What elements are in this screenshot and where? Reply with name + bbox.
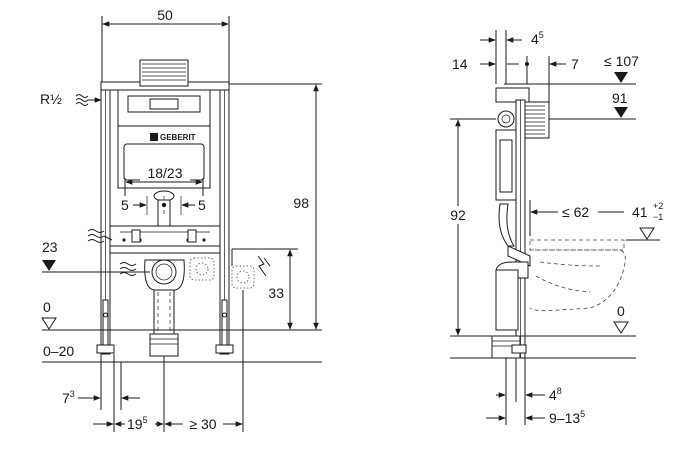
- dim-width-top: 50: [101, 7, 230, 90]
- level-41: 41 +2 −1: [626, 201, 663, 241]
- dim-4-5-label: 45: [531, 30, 544, 47]
- dim-drain-height-label: 33: [268, 285, 284, 301]
- dim-top-side: 45 14 7: [452, 30, 579, 104]
- side-frame: [491, 87, 550, 359]
- dim-7-side-label: 7: [571, 56, 579, 72]
- electrical-icon: [257, 255, 271, 277]
- level-floor-front: 0 0–20: [41, 299, 322, 363]
- dim-62: ≤ 62: [529, 200, 624, 236]
- thread-label: R½: [40, 91, 102, 107]
- level-107-label: ≤ 107: [604, 53, 639, 69]
- toilet-bowl-outline: [529, 239, 626, 312]
- dim-9-13-label: 9–135: [549, 409, 585, 426]
- water-wave-icon: [87, 229, 137, 276]
- side-view: 45 14 7 ≤ 107 91: [443, 30, 663, 426]
- dim-flush-spacing: 18/23: [124, 165, 204, 196]
- dim-62-label: ≤ 62: [562, 204, 589, 220]
- dim-offset-left-label: 5: [121, 197, 129, 213]
- dim-19-label: 195: [127, 415, 148, 432]
- level-107: ≤ 107: [504, 53, 639, 85]
- dim-flush-spacing-label: 18/23: [147, 165, 182, 181]
- dashed-inlet-boxes: [189, 257, 255, 289]
- dim-min30-label: ≥ 30: [189, 416, 216, 432]
- drain-connection: [144, 259, 185, 357]
- level-41-label: 41: [632, 204, 648, 220]
- water-inlet-row: [109, 225, 221, 247]
- dim-offset-right-label: 5: [198, 197, 206, 213]
- dim-width-top-label: 50: [157, 7, 173, 23]
- floor-level-label-front: 0: [43, 299, 51, 315]
- level-41-tol-plus: +2: [653, 201, 663, 211]
- dim-total-height-label: 98: [293, 195, 309, 211]
- level-floor-side: 0: [450, 303, 636, 359]
- thread-label-text: R½: [40, 91, 62, 107]
- dim-92-label: 92: [450, 207, 466, 223]
- dim-7-label: 73: [62, 389, 75, 406]
- floor-range-label: 0–20: [43, 343, 74, 359]
- brand-logo: GEBERIT: [160, 133, 196, 142]
- flush-opening: [139, 59, 189, 87]
- level-inlet: 23: [42, 239, 150, 273]
- level-inlet-label: 23: [42, 239, 58, 255]
- dim-offset: 5 5: [121, 196, 206, 216]
- floor-level-label-side: 0: [617, 303, 625, 319]
- level-91: 91: [549, 90, 636, 120]
- cistern: GEBERIT: [117, 89, 211, 246]
- front-view: 50: [40, 7, 322, 432]
- dim-92: 92: [443, 118, 496, 337]
- dim-drain-height: 33: [231, 248, 298, 331]
- dim-bottom-front: 73 195 ≥ 30: [62, 290, 244, 432]
- dim-bottom-side: 48 9–135: [486, 358, 585, 426]
- level-91-label: 91: [612, 90, 628, 106]
- dim-14-label: 14: [452, 56, 468, 72]
- level-41-tol-minus: −1: [653, 212, 663, 222]
- dim-4-8-label: 48: [549, 386, 562, 403]
